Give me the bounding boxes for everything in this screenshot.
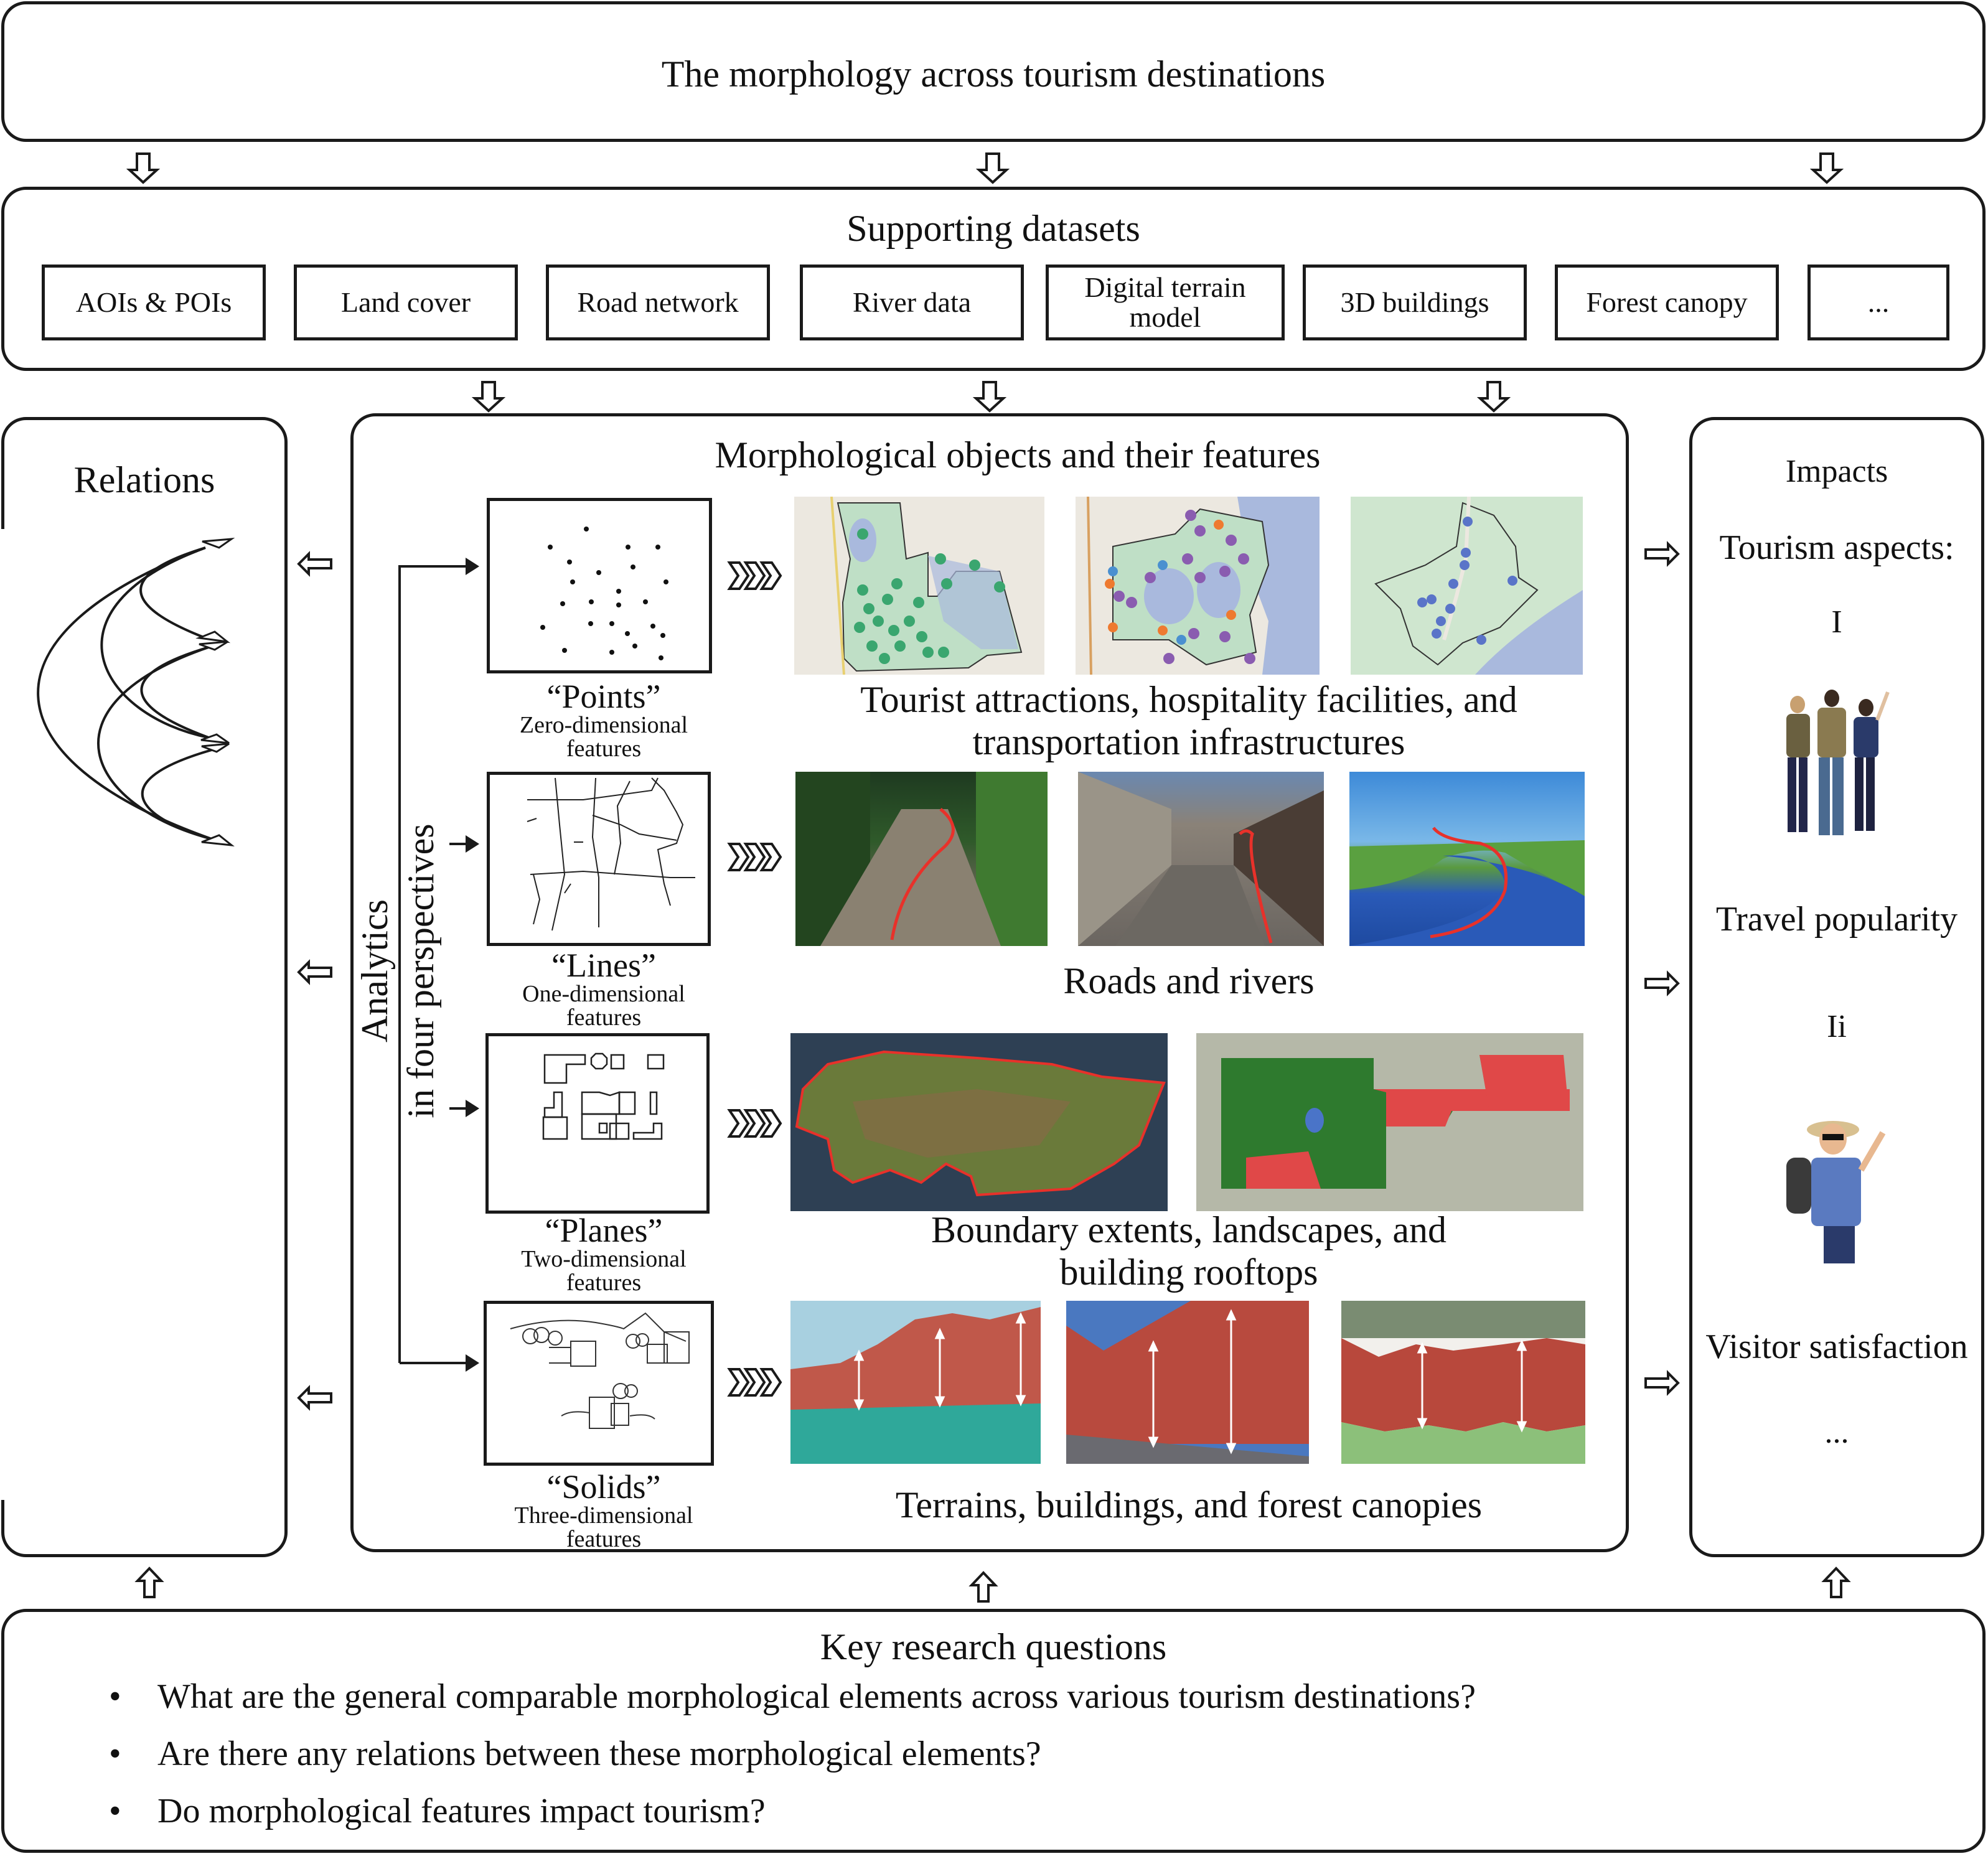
analytics-connector bbox=[398, 558, 479, 1372]
dataset-aois-pois: AOIs & POIs bbox=[42, 265, 266, 340]
photo-canopy-heights bbox=[1341, 1301, 1585, 1464]
points-caption: “Points” Zero-dimensional features bbox=[479, 680, 728, 761]
planes-subtitle-1: Two-dimensional bbox=[521, 1246, 687, 1272]
solids-objects-caption: Terrains, buildings, and forest canopies bbox=[895, 1484, 1483, 1525]
top-title: The morphology across tourism destinatio… bbox=[661, 54, 1326, 95]
lines-label: “Lines” bbox=[551, 947, 656, 984]
chevron-arrows-icon bbox=[727, 843, 782, 871]
chevron-arrows-icon bbox=[727, 1368, 782, 1397]
impacts-aspect-2: Visitor satisfaction bbox=[1705, 1328, 1968, 1366]
lines-subtitle-1: One-dimensional bbox=[522, 981, 685, 1007]
chevron-arrows-icon bbox=[727, 561, 782, 590]
photo-terrain-heights bbox=[790, 1301, 1041, 1464]
satellite-landscape-rooftops bbox=[1196, 1033, 1583, 1211]
dataset-road-network: Road network bbox=[546, 265, 770, 340]
arrow-right-icon bbox=[1644, 970, 1680, 996]
points-subtitle-1: Zero-dimensional bbox=[519, 712, 688, 738]
planes-subtitle-2: features bbox=[566, 1270, 642, 1296]
photo-river bbox=[1349, 772, 1585, 946]
impacts-box bbox=[1689, 417, 1984, 1557]
map-tourist-attractions bbox=[794, 497, 1044, 675]
planes-caption: “Planes” Two-dimensional features bbox=[479, 1214, 728, 1295]
points-objects-caption-2: transportation infrastructures bbox=[972, 721, 1405, 762]
impacts-numeral-1: I bbox=[1831, 604, 1842, 640]
lines-schematic bbox=[487, 772, 711, 946]
solids-subtitle-1: Three-dimensional bbox=[514, 1502, 693, 1529]
map-transportation bbox=[1351, 497, 1583, 675]
arrow-down-icon bbox=[1809, 152, 1844, 184]
points-label: “Points” bbox=[546, 678, 661, 715]
points-subtitle-2: features bbox=[566, 736, 642, 762]
arrow-up-icon bbox=[968, 1571, 998, 1603]
impacts-aspect-1: Travel popularity bbox=[1715, 900, 1958, 939]
solids-label: “Solids” bbox=[546, 1468, 661, 1506]
arrow-down-icon bbox=[1476, 381, 1511, 413]
points-dots-icon bbox=[540, 527, 668, 660]
dataset-more: ... bbox=[1807, 265, 1949, 340]
question-text: What are the general comparable morpholo… bbox=[157, 1677, 1476, 1716]
planes-label: “Planes” bbox=[545, 1212, 663, 1249]
arrow-left-icon bbox=[297, 1385, 332, 1411]
questions-title: Key research questions bbox=[820, 1626, 1167, 1667]
planes-objects-caption-2: building rooftops bbox=[1059, 1252, 1318, 1293]
top-box: The morphology across tourism destinatio… bbox=[1, 1, 1986, 142]
photo-forest-road bbox=[795, 772, 1048, 946]
solids-subtitle-2: features bbox=[566, 1526, 642, 1552]
question-item: • Do morphological features impact touri… bbox=[109, 1782, 1476, 1840]
lines-objects-caption: Roads and rivers bbox=[1063, 960, 1315, 1001]
points-schematic bbox=[487, 498, 712, 673]
analytics-label-line1: Analytics bbox=[354, 899, 395, 1042]
dataset-land-cover: Land cover bbox=[294, 265, 518, 340]
photo-island-boundary bbox=[790, 1033, 1168, 1211]
datasets-title: Supporting datasets bbox=[846, 208, 1140, 249]
points-objects-caption-1: Tourist attractions, hospitality facilit… bbox=[860, 679, 1517, 720]
dataset-digital-terrain-model: Digital terrain model bbox=[1046, 265, 1285, 340]
questions-list: • What are the general comparable morpho… bbox=[109, 1668, 1476, 1840]
center-title: Morphological objects and their features bbox=[715, 434, 1321, 475]
dataset-river-data: River data bbox=[800, 265, 1024, 340]
planes-schematic bbox=[485, 1033, 710, 1214]
arrow-up-icon bbox=[134, 1567, 164, 1598]
impacts-title: Impacts bbox=[1785, 454, 1888, 489]
arrow-down-icon bbox=[972, 381, 1007, 413]
impacts-numeral-2: Ii bbox=[1827, 1009, 1847, 1044]
solids-buildings-terrain-icon bbox=[510, 1312, 690, 1429]
relations-title: Relations bbox=[73, 459, 215, 500]
solids-caption: “Solids” Three-dimensional features bbox=[479, 1470, 728, 1551]
impacts-subtitle: Tourism aspects: bbox=[1719, 528, 1954, 567]
impacts-more: ... bbox=[1824, 1415, 1849, 1450]
arrow-left-icon bbox=[297, 551, 332, 577]
arrow-right-icon bbox=[1644, 541, 1680, 567]
tourists-group-image bbox=[1786, 690, 1890, 835]
arrow-down-icon bbox=[126, 152, 161, 184]
arrow-left-icon bbox=[297, 959, 332, 985]
happy-backpacker-image bbox=[1786, 1121, 1886, 1263]
lines-subtitle-2: features bbox=[566, 1005, 642, 1031]
map-hospitality-facilities bbox=[1076, 497, 1320, 675]
question-item: • What are the general comparable morpho… bbox=[109, 1668, 1476, 1725]
dataset-forest-canopy: Forest canopy bbox=[1555, 265, 1779, 340]
photo-old-town-street bbox=[1078, 772, 1324, 946]
arrow-down-icon bbox=[471, 381, 506, 413]
question-text: Do morphological features impact tourism… bbox=[157, 1792, 766, 1830]
lines-network-icon bbox=[527, 777, 695, 931]
question-text: Are there any relations between these mo… bbox=[157, 1735, 1041, 1773]
planes-polygons-icon bbox=[542, 1052, 665, 1140]
arrow-down-icon bbox=[975, 152, 1010, 184]
relations-arrows bbox=[0, 529, 274, 1500]
solids-schematic bbox=[484, 1301, 714, 1466]
key-research-questions-box: Key research questions bbox=[1, 1609, 1986, 1853]
lines-caption: “Lines” One-dimensional features bbox=[479, 949, 728, 1029]
bullet-icon: • bbox=[109, 1792, 121, 1830]
planes-objects-caption-1: Boundary extents, landscapes, and bbox=[931, 1209, 1447, 1250]
question-item: • Are there any relations between these … bbox=[109, 1725, 1476, 1782]
dataset-3d-buildings: 3D buildings bbox=[1303, 265, 1527, 340]
photo-building-heights bbox=[1066, 1301, 1309, 1464]
bullet-icon: • bbox=[109, 1735, 121, 1773]
arrow-up-icon bbox=[1821, 1567, 1851, 1598]
bullet-icon: • bbox=[109, 1677, 121, 1716]
chevron-arrows-icon bbox=[727, 1109, 782, 1138]
arrow-right-icon bbox=[1644, 1370, 1680, 1396]
